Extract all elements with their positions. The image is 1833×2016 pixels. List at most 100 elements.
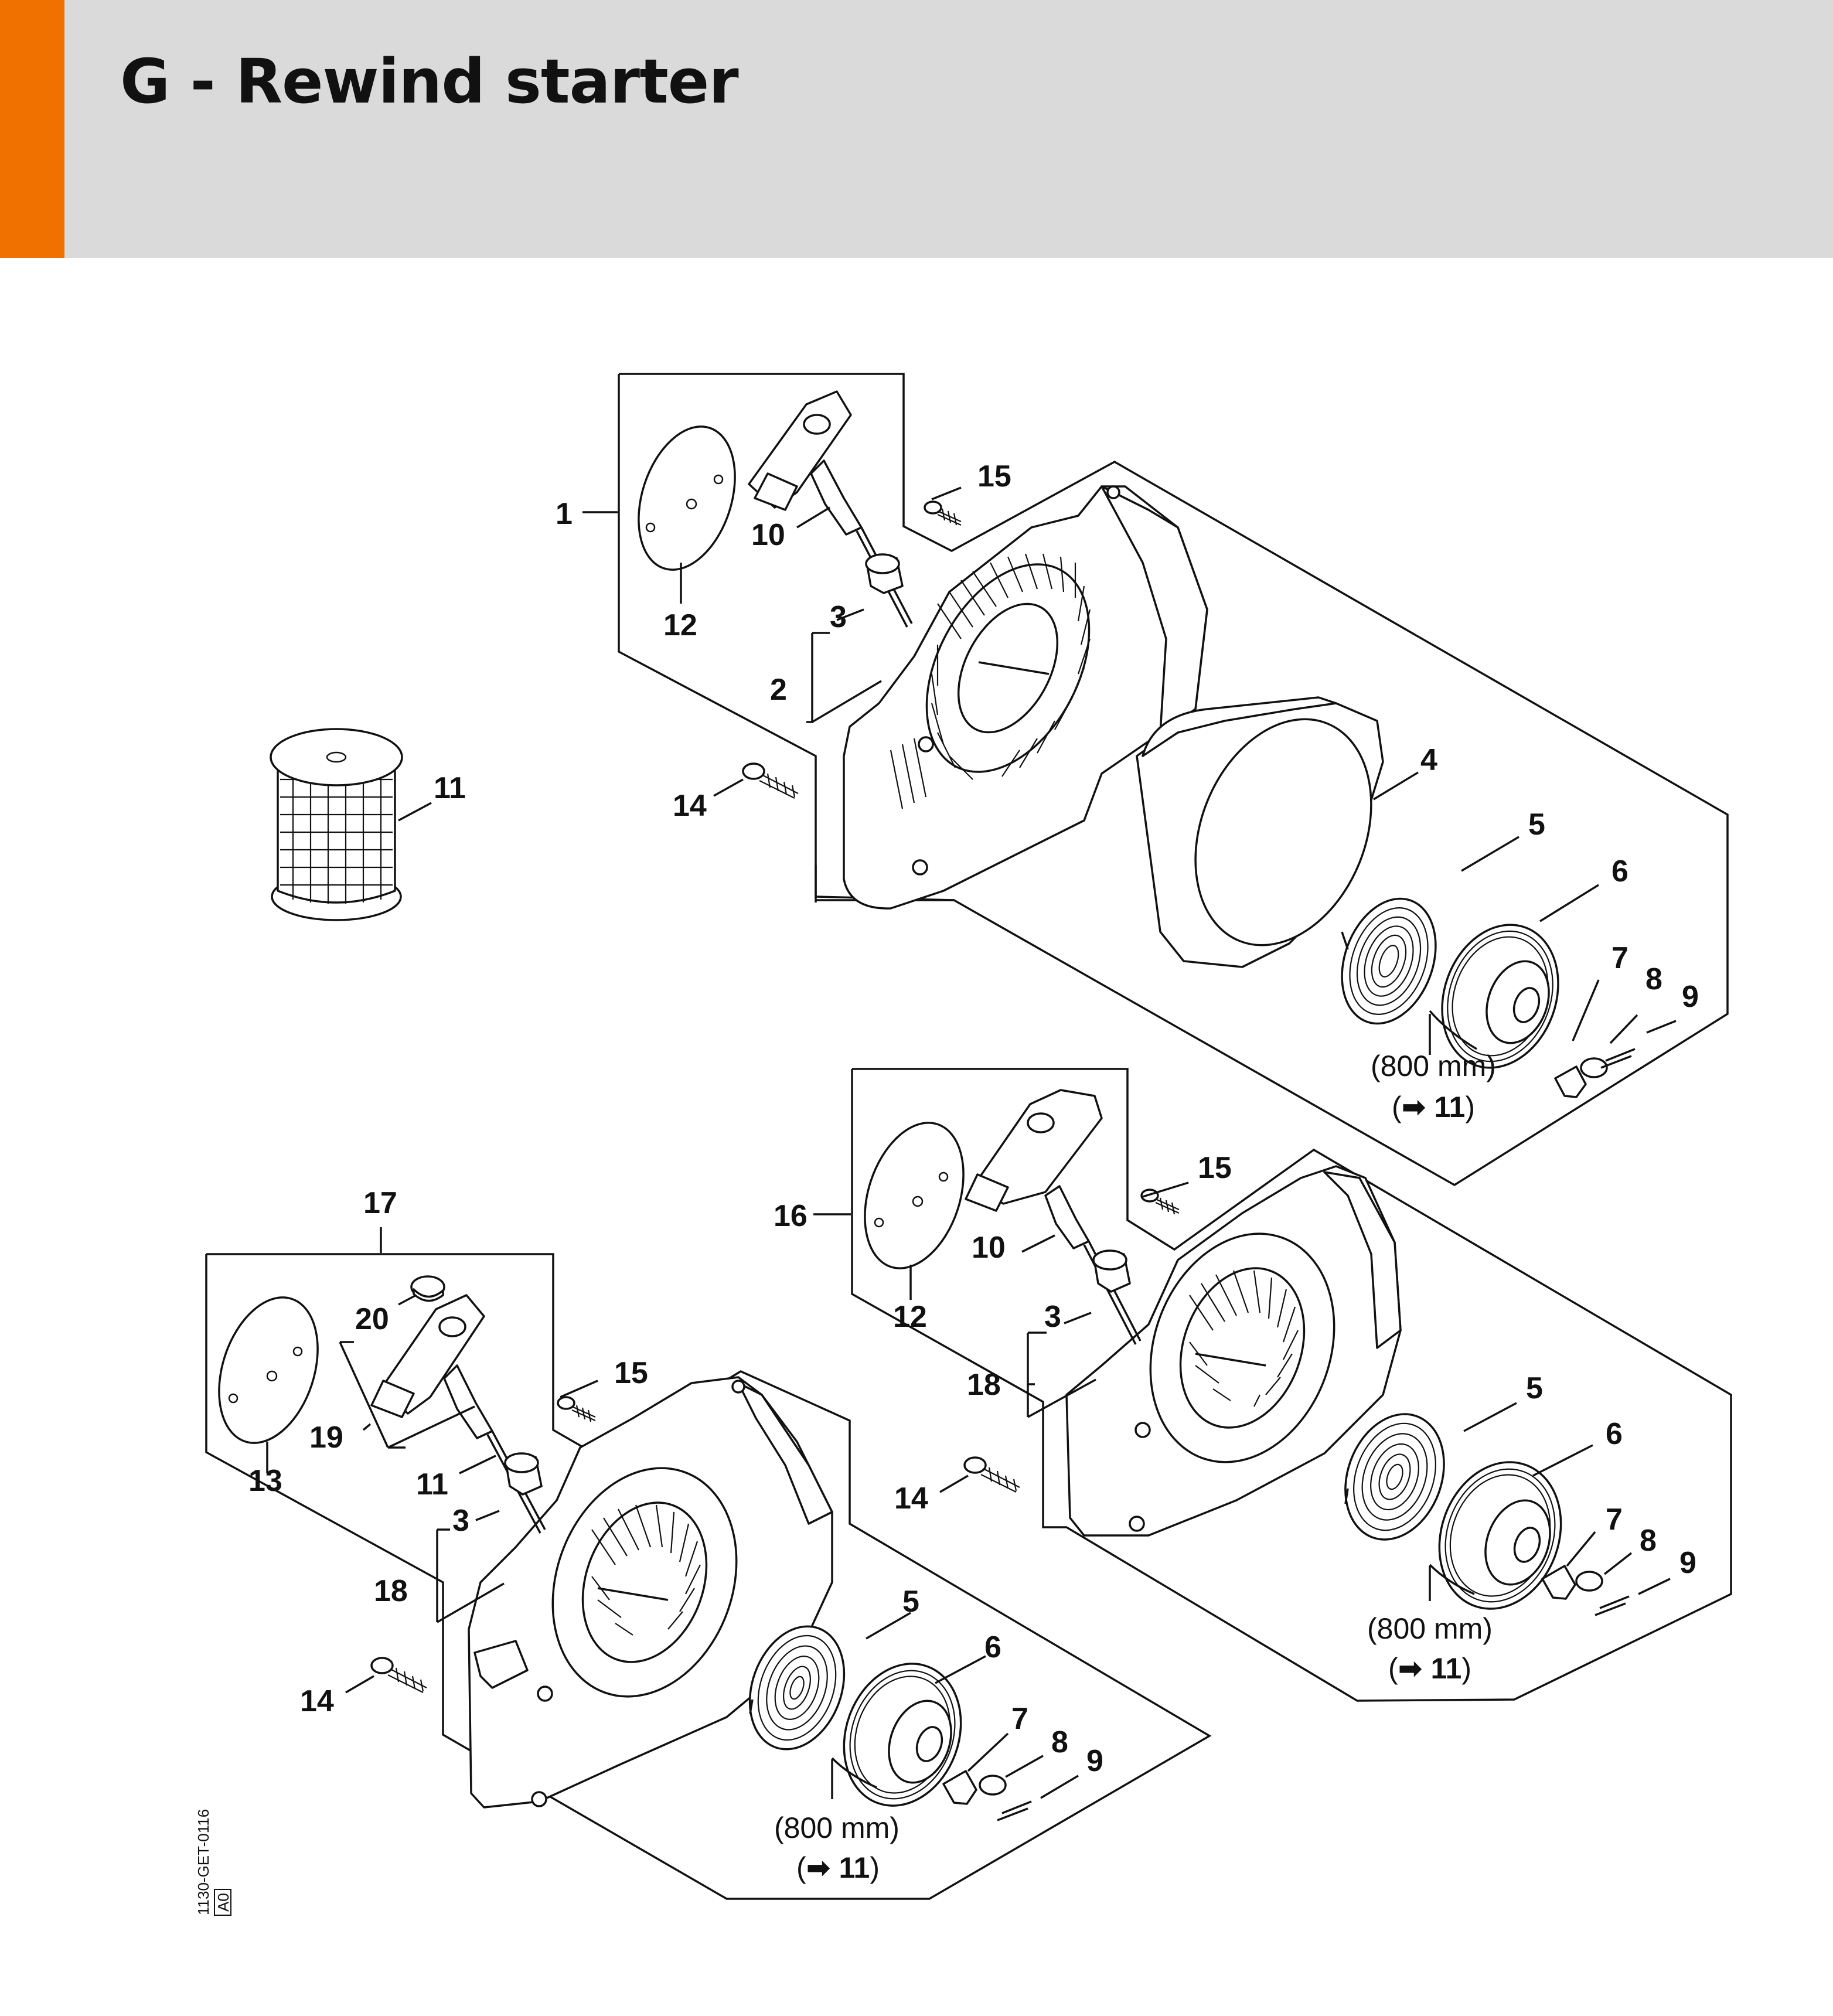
callout-label: 5 — [1528, 808, 1545, 842]
washer-part-8 — [979, 1775, 1007, 1796]
callout-label: 9 — [1086, 1744, 1103, 1778]
grip-cap-part-20 — [410, 1275, 445, 1302]
leader-lines-top — [582, 486, 1677, 1055]
rope-reference-note: (➡ 11) — [1392, 1091, 1475, 1123]
spring-clip-part-9 — [1594, 1595, 1630, 1616]
callout-label: 9 — [1682, 980, 1699, 1014]
callout-label: 6 — [984, 1630, 1001, 1664]
pawl-part-7 — [1541, 1565, 1576, 1600]
starter-cover — [1065, 1165, 1402, 1537]
screw-part-15 — [924, 500, 962, 526]
callout-label: 20 — [355, 1302, 389, 1336]
leader-lines-middle-right — [813, 1181, 1671, 1601]
rope-length-note: (800 mm) — [774, 1811, 900, 1844]
callout-label: 10 — [751, 518, 785, 552]
callout-label: 7 — [1606, 1503, 1623, 1537]
callout-label: 8 — [1645, 962, 1662, 996]
callout-label: 6 — [1611, 854, 1628, 888]
rope-length-note: (800 mm) — [1371, 1050, 1496, 1082]
callout-label: 3 — [830, 600, 847, 634]
page-title: G - Rewind starter — [120, 46, 739, 117]
callout-label: 4 — [1420, 743, 1437, 777]
screw-part-14 — [742, 762, 799, 799]
drawing-revision: A0 — [214, 1893, 232, 1912]
cover-disc-part-12 — [638, 425, 736, 571]
rope-reference-note: (➡ 11) — [796, 1851, 880, 1884]
rope-reference-note: (➡ 11) — [1388, 1652, 1471, 1685]
rope-reference-number: 11 — [839, 1851, 870, 1884]
rope-rotor-part-6 — [1429, 1461, 1562, 1610]
drawing-code: 1130-GET-0116 A0 — [195, 1809, 232, 1916]
callout-label: 7 — [1011, 1702, 1028, 1736]
rope-reference-number: 11 — [1430, 1652, 1461, 1685]
callout-label: 17 — [363, 1186, 397, 1220]
washer-part-8 — [1580, 1057, 1608, 1078]
rope-rotor-part-6 — [1429, 924, 1559, 1069]
starter-cover — [843, 485, 1208, 910]
callout-label: 5 — [1526, 1371, 1543, 1405]
callout-label: 2 — [770, 673, 787, 707]
callout-label: 15 — [977, 459, 1011, 493]
washer-part-8 — [1575, 1571, 1603, 1592]
screw-part-14 — [370, 1657, 427, 1693]
screw-part-14 — [963, 1456, 1020, 1493]
callout-label: 13 — [248, 1464, 282, 1498]
callout-label: 8 — [1640, 1524, 1657, 1558]
callout-label: 10 — [972, 1231, 1006, 1265]
callout-label: 15 — [614, 1356, 648, 1390]
rewind-spring-part-5 — [1344, 1413, 1445, 1541]
rope-rotor-part-6 — [831, 1663, 962, 1807]
assembly-frame — [205, 1253, 1212, 1900]
callout-label: 3 — [452, 1504, 469, 1538]
fan-housing-part-4 — [1136, 696, 1384, 968]
screw-part-15 — [557, 1396, 596, 1422]
drawing-code-text: 1130-GET-0116 — [195, 1809, 212, 1915]
callout-label: 14 — [673, 789, 707, 823]
callout-label: 8 — [1051, 1725, 1068, 1759]
cover-disc-part-12 — [864, 1122, 965, 1269]
callout-label: 3 — [1044, 1300, 1061, 1334]
callout-label: 16 — [774, 1199, 808, 1233]
callout-label: 6 — [1606, 1417, 1623, 1451]
callout-label: 18 — [374, 1574, 408, 1608]
callout-label: 12 — [663, 608, 697, 642]
pawl-part-7 — [942, 1770, 977, 1805]
callout-label: 19 — [309, 1421, 343, 1455]
rewind-spring-part-5 — [748, 1625, 846, 1751]
assembly-frame — [851, 1068, 1732, 1702]
callout-label: 12 — [893, 1300, 927, 1334]
callout-label: 14 — [894, 1482, 928, 1516]
callout-label: 18 — [967, 1368, 1001, 1402]
callout-label: 15 — [1198, 1151, 1232, 1185]
assembly-bottom-left: 17 20 19 13 15 11 3 18 14 5 6 7 8 9 (800… — [205, 1186, 1212, 1900]
starter-grip-part-19 — [370, 1294, 546, 1534]
assembly-spool: 11 — [270, 728, 466, 921]
assembly-top: 1 10 15 12 3 2 14 4 5 6 7 8 9 (800 mm) (… — [556, 373, 1729, 1187]
callout-label: 11 — [416, 1467, 448, 1501]
rope-guide-bush-part-3 — [865, 553, 904, 594]
spring-clip-part-9 — [1600, 1048, 1636, 1069]
callout-label: 1 — [556, 497, 573, 531]
callout-label: 5 — [902, 1585, 919, 1619]
rope-guide-bush-part-3 — [1092, 1249, 1131, 1293]
header-accent-bar — [0, 0, 64, 258]
assembly-middle-right: 16 15 10 12 3 18 14 5 6 7 8 9 (800 mm) (… — [774, 1068, 1732, 1702]
callout-label: 9 — [1679, 1546, 1696, 1580]
starter-grip-part-10 — [748, 390, 913, 628]
spring-clip-part-9 — [997, 1800, 1032, 1821]
leader-lines-bottom-left — [266, 1227, 1079, 1799]
callout-label: 7 — [1611, 941, 1628, 975]
cover-disc-part-13 — [218, 1296, 319, 1444]
starter-cover — [468, 1376, 833, 1809]
page-header: G - Rewind starter — [0, 0, 1833, 258]
callout-label: 11 — [434, 771, 466, 805]
rope-reference-number: 11 — [1434, 1091, 1465, 1123]
pawl-part-7 — [1554, 1065, 1587, 1098]
rewind-spring-part-5 — [1341, 897, 1437, 1025]
callout-label: 14 — [300, 1684, 334, 1718]
screw-part-15 — [1140, 1189, 1180, 1215]
assembly-frame-left — [618, 374, 817, 866]
rope-guide-bush-part-3 — [504, 1452, 543, 1496]
rope-length-note: (800 mm) — [1367, 1612, 1493, 1645]
